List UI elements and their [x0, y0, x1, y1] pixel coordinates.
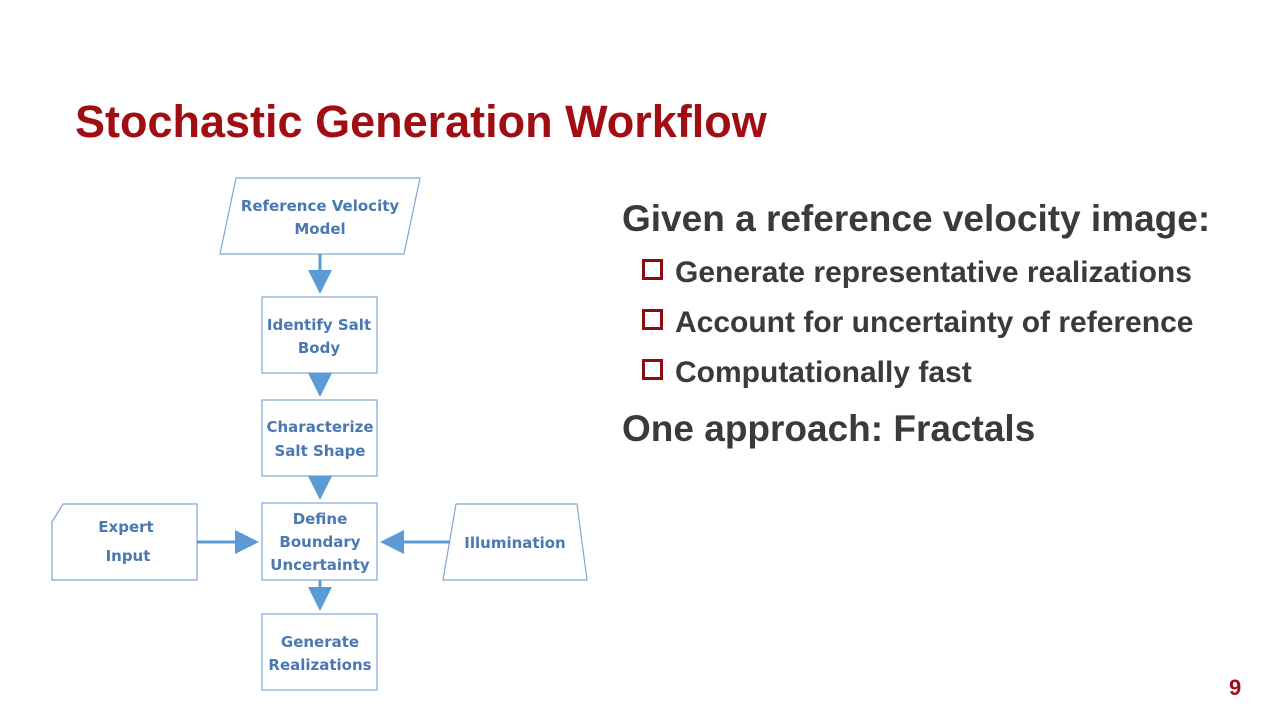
node-label-line: Body — [298, 339, 340, 357]
bullet-text: Generate representative realizations — [675, 256, 1192, 289]
node-generate-realizations: Generate Realizations — [261, 613, 378, 691]
text-panel: Given a reference velocity image: Genera… — [622, 194, 1242, 454]
checkbox-bullet-icon — [642, 359, 663, 380]
bullet-item: Account for uncertainty of reference — [642, 304, 1242, 342]
node-label-line: Realizations — [268, 656, 371, 674]
node-reference-velocity-model: Reference Velocity Model — [219, 177, 421, 255]
bullet-list: Generate representative realizations Acc… — [622, 254, 1242, 392]
bullet-item: Computationally fast — [642, 354, 1242, 392]
node-label-line: Define — [293, 510, 348, 528]
node-label-line: Input — [106, 547, 151, 565]
checkbox-bullet-icon — [642, 259, 663, 280]
bullet-item: Generate representative realizations — [642, 254, 1242, 292]
node-label-line: Salt Shape — [275, 442, 366, 460]
node-characterize-salt-shape: Characterize Salt Shape — [261, 399, 378, 477]
node-label-line: Reference Velocity — [241, 197, 400, 215]
bullet-text: Computationally fast — [675, 356, 972, 389]
page-number: 9 — [1229, 675, 1242, 700]
checkbox-bullet-icon — [642, 309, 663, 330]
node-illumination: Illumination — [442, 503, 588, 581]
node-label-line: Identify Salt — [267, 316, 371, 334]
node-label-line: Uncertainty — [270, 556, 370, 574]
slide-title: Stochastic Generation Workflow — [75, 96, 767, 147]
node-label-line: Generate — [281, 633, 359, 651]
node-identify-salt-body: Identify Salt Body — [261, 296, 378, 374]
closing-line: One approach: Fractals — [622, 408, 1036, 449]
node-label-line: Boundary — [279, 533, 360, 551]
node-label-line: Expert — [98, 518, 153, 536]
node-label-line: Characterize — [266, 418, 373, 436]
node-label-line: Illumination — [464, 534, 565, 552]
node-expert-input: Expert Input — [51, 503, 198, 581]
node-define-boundary-uncertainty: Define Boundary Uncertainty — [261, 502, 378, 581]
workflow-diagram: Reference Velocity Model Identify Salt B… — [51, 177, 588, 691]
node-label-line: Model — [294, 220, 345, 238]
bullet-text: Account for uncertainty of reference — [675, 306, 1194, 339]
intro-heading: Given a reference velocity image: — [622, 198, 1211, 239]
